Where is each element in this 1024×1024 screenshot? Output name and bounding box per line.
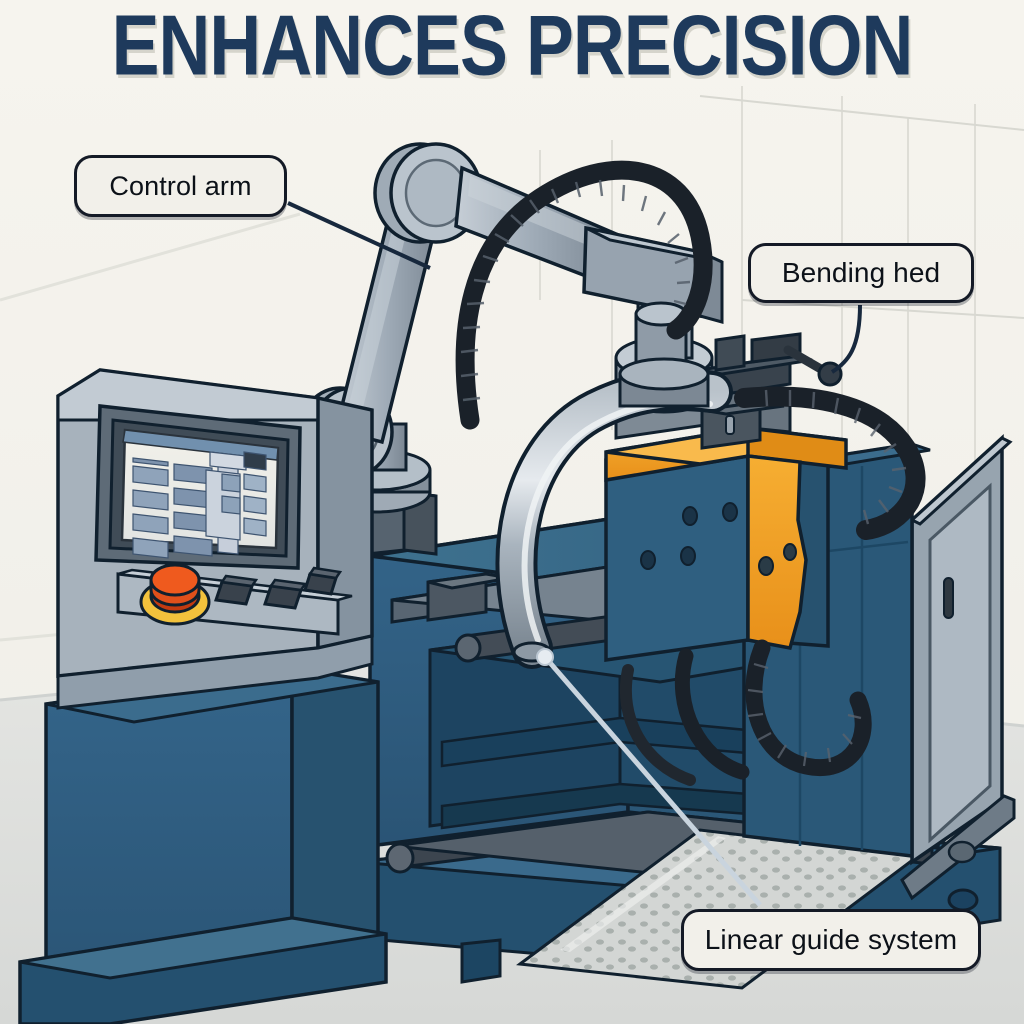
cabinet-door-handle bbox=[943, 577, 954, 619]
leader-linear-guide bbox=[543, 655, 762, 907]
operator-console bbox=[18, 368, 388, 1024]
cable-ribs bbox=[460, 179, 691, 402]
push-buttons[interactable] bbox=[214, 566, 343, 610]
leveling-foot bbox=[947, 888, 979, 912]
wall-panel-seams bbox=[539, 86, 1024, 560]
arm-cable-loom bbox=[455, 160, 713, 430]
hose-looms bbox=[619, 386, 926, 786]
screen-grid-right bbox=[205, 451, 267, 541]
electrical-cabinet bbox=[900, 434, 1016, 901]
leader-control-arm bbox=[287, 201, 431, 270]
leader-bending-head bbox=[830, 304, 862, 374]
callout-linear-guide[interactable]: Linear guide system bbox=[681, 909, 981, 971]
callout-control-arm[interactable]: Control arm bbox=[74, 155, 287, 217]
callout-leader-lines bbox=[287, 201, 862, 907]
bending-head-shroud bbox=[746, 454, 808, 651]
leader-endpoint-dot bbox=[536, 648, 554, 666]
page-title: ENHANCES PRECISION bbox=[111, 0, 914, 94]
screen-grid-left bbox=[132, 457, 239, 559]
callout-bending-head[interactable]: Bending hed bbox=[748, 243, 974, 303]
emergency-stop-button[interactable] bbox=[139, 563, 211, 626]
cabinet-door bbox=[928, 482, 992, 844]
